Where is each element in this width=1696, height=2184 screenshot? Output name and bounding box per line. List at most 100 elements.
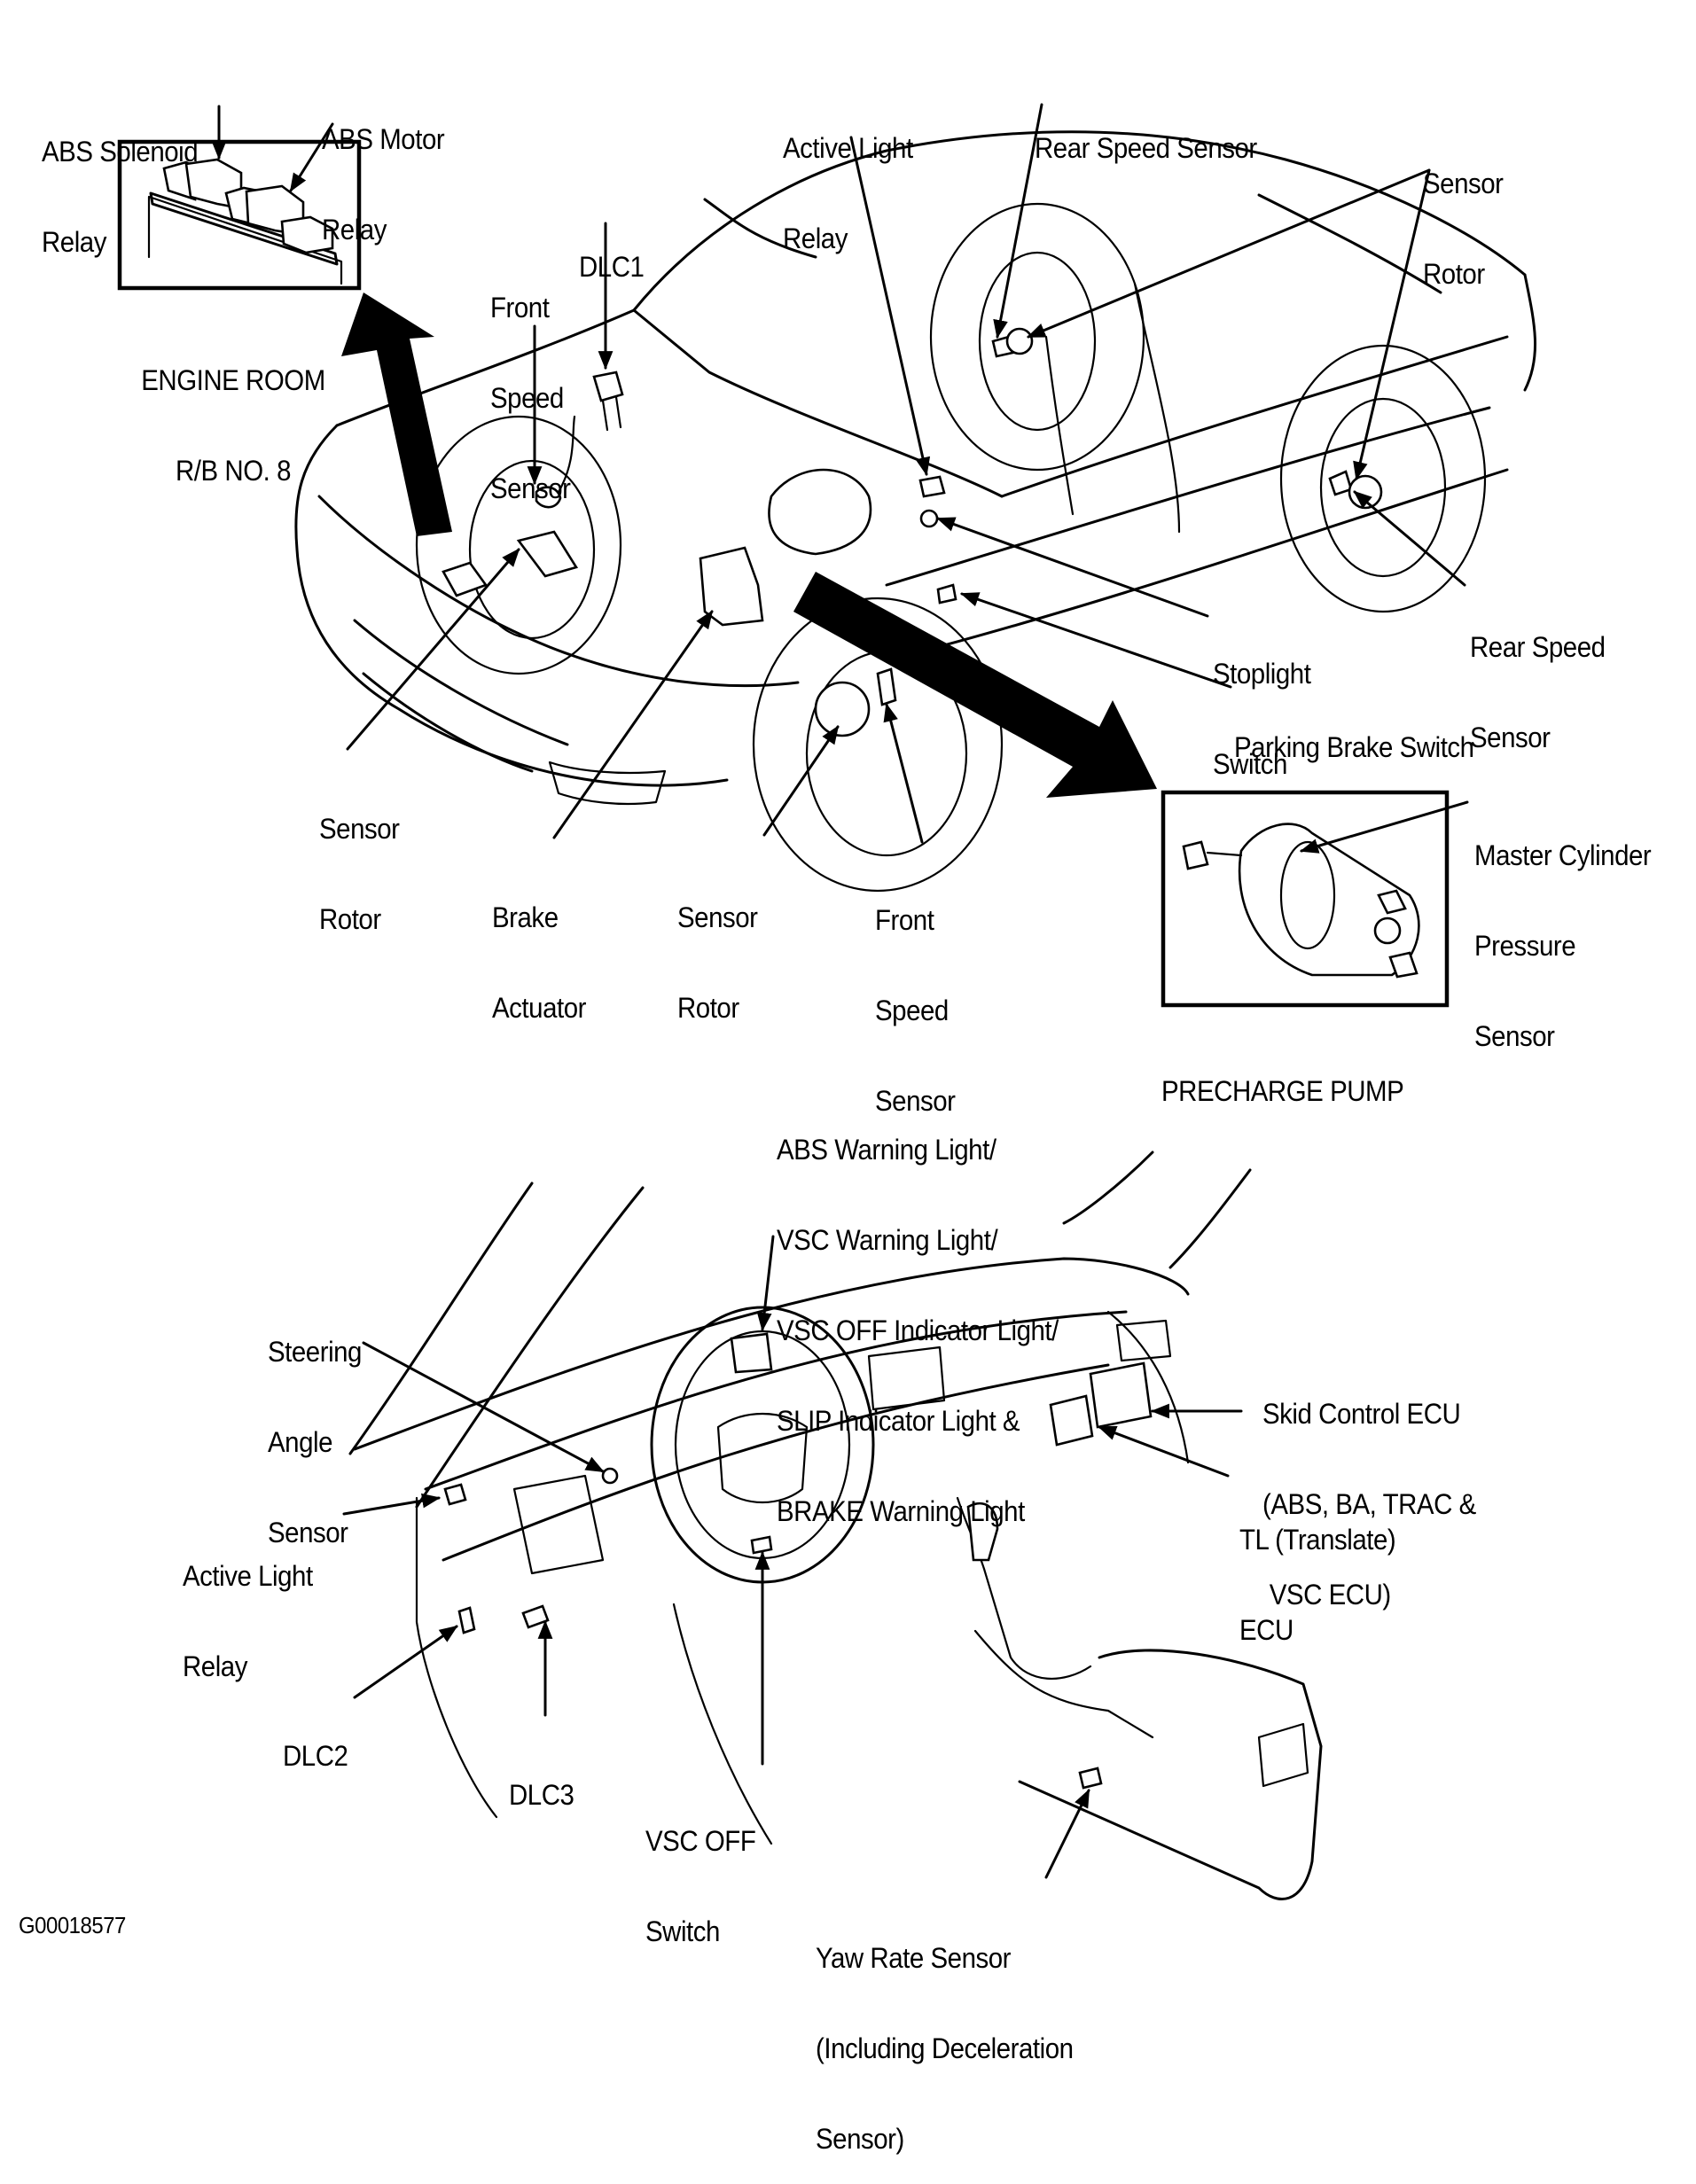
- label-line: Rear Speed Sensor: [1035, 132, 1257, 164]
- label-dlc2: DLC2: [283, 1681, 348, 1801]
- label-line: Switch: [1213, 748, 1287, 780]
- label-steering-angle-sensor: Steering Angle Sensor: [268, 1276, 362, 1578]
- label-line: Actuator: [492, 992, 586, 1024]
- yaw-rate-sensor-icon: [1078, 1767, 1103, 1790]
- label-line: Relay: [42, 226, 106, 258]
- label-line: ABS Warning Light/: [777, 1134, 996, 1166]
- skid-control-ecu-icon: [1089, 1361, 1153, 1429]
- label-abs-solenoid-relay: ABS Solenoid Relay: [42, 76, 199, 287]
- label-warning-lights: ABS Warning Light/ VSC Warning Light/ VS…: [777, 1074, 1059, 1556]
- label-line: Relay: [183, 1650, 247, 1682]
- precharge-pump-icon: [1182, 823, 1420, 979]
- label-line: VSC ECU): [1262, 1579, 1391, 1611]
- label-line: Sensor: [1423, 168, 1504, 199]
- label-line: Rear Speed: [1470, 631, 1606, 663]
- vehicle-leader-lines: [346, 103, 1466, 844]
- label-line: SLIP Indicator Light &: [777, 1405, 1020, 1437]
- figure-id: G00018577: [19, 1912, 126, 1938]
- label-line: Angle: [268, 1426, 332, 1458]
- precharge-pump-pointer-arrow: [793, 572, 1157, 798]
- label-line: Relay: [783, 222, 848, 254]
- label-abs-motor-relay: ABS Motor Relay: [322, 64, 445, 275]
- master-cylinder-icon: [768, 468, 872, 556]
- caption-line: R/B NO. 8: [175, 455, 292, 487]
- label-line: Yaw Rate Sensor: [816, 1942, 1012, 1974]
- label-line: ABS Motor: [322, 123, 445, 155]
- label-dlc3: DLC3: [509, 1720, 574, 1840]
- front-speed-sensor-icon: [535, 486, 562, 509]
- engine-room-caption: ENGINE ROOM R/B NO. 8: [111, 305, 356, 516]
- label-line: DLC3: [509, 1779, 574, 1811]
- label-line: Active Light: [783, 132, 913, 164]
- label-brake-actuator: Brake Actuator: [492, 842, 586, 1053]
- label-line: VSC OFF: [645, 1825, 756, 1857]
- label-line: Stoplight: [1213, 658, 1311, 690]
- vehicle-body-illustration: [294, 130, 1537, 893]
- dlc1-connector-icon: [592, 370, 624, 402]
- caption-line: ENGINE ROOM: [141, 364, 325, 396]
- inset-frame: [117, 139, 362, 291]
- label-rear-speed-sensor-right: Rear Speed Sensor: [1470, 572, 1606, 783]
- label-active-light-relay-lower: Active Light Relay: [183, 1501, 313, 1712]
- shift-lever-icon: [966, 1502, 999, 1562]
- label-line: Relay: [322, 214, 387, 246]
- label-line: Front: [875, 904, 934, 936]
- precharge-pump-caption: PRECHARGE PUMP: [1161, 1016, 1404, 1136]
- label-front-speed-sensor-upper: Front Speed Sensor: [490, 232, 571, 534]
- relay-block-icon: [147, 158, 343, 285]
- label-sensor-rotor-front: Sensor Rotor: [677, 842, 758, 1053]
- active-light-relay-lower-icon: [443, 1483, 467, 1506]
- label-active-light-relay-upper: Active Light Relay: [783, 73, 913, 284]
- label-line: Steering: [268, 1336, 362, 1368]
- label-line: (ABS, BA, TRAC &: [1262, 1488, 1476, 1520]
- label-line: DLC1: [579, 251, 645, 283]
- label-line: Sensor: [1474, 1020, 1555, 1052]
- engine-room-pointer-arrow: [341, 292, 452, 536]
- rear-speed-sensor-near-icon: [1328, 470, 1353, 496]
- label-line: Rotor: [319, 903, 381, 935]
- component-location-diagram: [117, 103, 1537, 1900]
- parking-brake-switch-icon: [936, 583, 957, 604]
- label-line: Speed: [490, 382, 564, 414]
- label-line: Active Light: [183, 1560, 313, 1592]
- label-line: TL (Translate): [1239, 1524, 1396, 1556]
- label-line: Front: [490, 292, 550, 324]
- label-rear-speed-sensor-upper: Rear Speed Sensor: [1035, 73, 1257, 193]
- label-vsc-off-switch: VSC OFF Switch: [645, 1766, 756, 1977]
- label-line: Skid Control ECU: [1262, 1398, 1461, 1430]
- dlc2-connector-icon: [457, 1606, 476, 1634]
- label-master-cylinder-pressure-sensor: Master Cylinder Pressure Sensor: [1474, 780, 1652, 1081]
- label-front-speed-sensor-lower: Front Speed Sensor: [875, 845, 956, 1146]
- label-line: Sensor: [677, 901, 758, 933]
- abs-relay-block-icon: [442, 561, 488, 597]
- label-skid-control-ecu: Skid Control ECU (ABS, BA, TRAC & VSC EC…: [1262, 1338, 1476, 1640]
- label-sensor-rotor-left: Sensor Rotor: [319, 753, 400, 964]
- tl-ecu-icon: [1049, 1394, 1094, 1447]
- stoplight-switch-icon: [919, 509, 939, 528]
- label-line: Speed: [875, 994, 949, 1026]
- dashboard-leader-lines: [342, 1235, 1243, 1879]
- label-line: Sensor): [816, 2123, 904, 2155]
- front-speed-sensor-lower-icon: [876, 667, 897, 706]
- label-sensor-rotor-rear: Sensor Rotor: [1423, 108, 1504, 319]
- label-line: ECU: [1239, 1614, 1293, 1646]
- engine-room-inset: [117, 105, 362, 291]
- label-line: Master Cylinder: [1474, 839, 1652, 871]
- label-line: Sensor: [490, 472, 571, 504]
- label-line: VSC Warning Light/: [777, 1224, 998, 1256]
- label-yaw-rate-sensor: Yaw Rate Sensor (Including Deceleration …: [816, 1883, 1074, 2184]
- label-line: Brake: [492, 901, 559, 933]
- label-tl-translate-ecu: TL (Translate) ECU: [1239, 1464, 1396, 1675]
- label-line: Parking Brake Switch: [1234, 731, 1474, 763]
- label-line: Pressure: [1474, 930, 1576, 962]
- sensor-rotor-far-icon: [1005, 327, 1034, 355]
- label-line: Sensor: [1470, 722, 1551, 753]
- active-light-relay-icon: [918, 475, 946, 498]
- label-stoplight-switch: Stoplight Switch: [1213, 598, 1311, 809]
- caption-line: PRECHARGE PUMP: [1161, 1075, 1404, 1107]
- label-line: DLC2: [283, 1740, 348, 1772]
- label-line: BRAKE Warning Light: [777, 1495, 1025, 1527]
- precharge-pump-inset: [1161, 790, 1469, 1008]
- label-line: Switch: [645, 1915, 720, 1947]
- front-sensor-rotor-icon: [814, 681, 871, 737]
